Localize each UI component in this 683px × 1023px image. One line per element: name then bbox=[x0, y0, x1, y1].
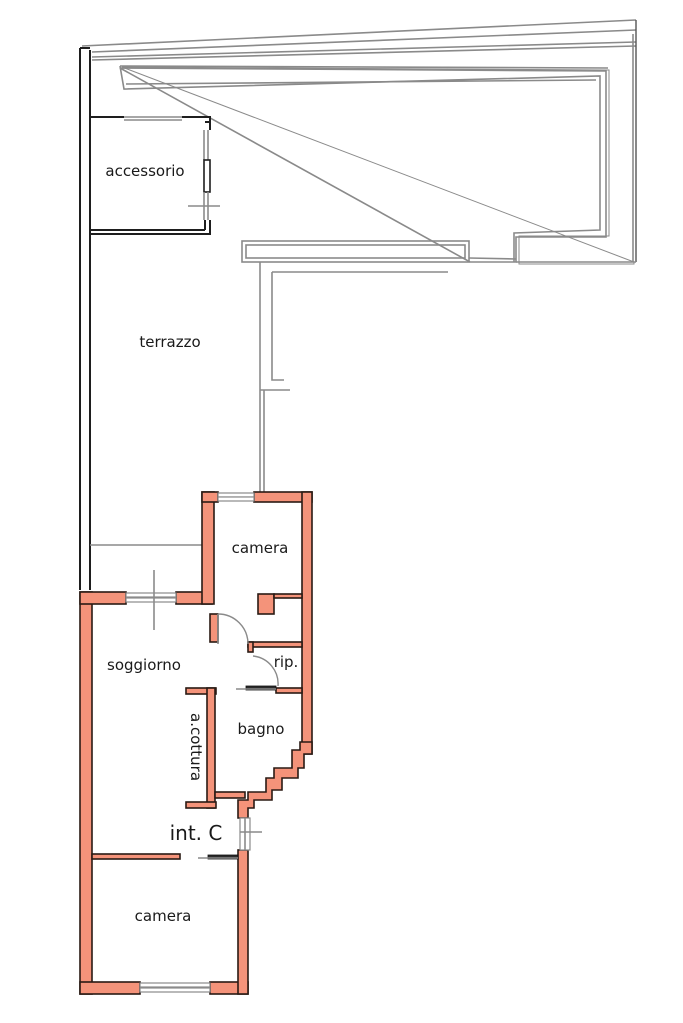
unit-label: int. C bbox=[170, 821, 223, 845]
room-label-camera-upper: camera bbox=[232, 539, 289, 557]
room-label-ripostiglio: rip. bbox=[274, 653, 299, 671]
apartment-walls bbox=[79, 491, 313, 995]
windows bbox=[125, 492, 262, 993]
room-label-soggiorno: soggiorno bbox=[107, 656, 181, 674]
room-label-camera-lower: camera bbox=[135, 907, 192, 925]
accessorio-room: accessorio bbox=[91, 116, 220, 235]
room-label-accessorio: accessorio bbox=[105, 162, 184, 180]
room-label-bagno: bagno bbox=[238, 720, 285, 738]
room-label-angolo-cottura: a.cottura bbox=[187, 713, 205, 781]
doors bbox=[198, 613, 279, 860]
room-label-terrazzo: terrazzo bbox=[139, 333, 200, 351]
terrace-outline bbox=[79, 19, 637, 590]
